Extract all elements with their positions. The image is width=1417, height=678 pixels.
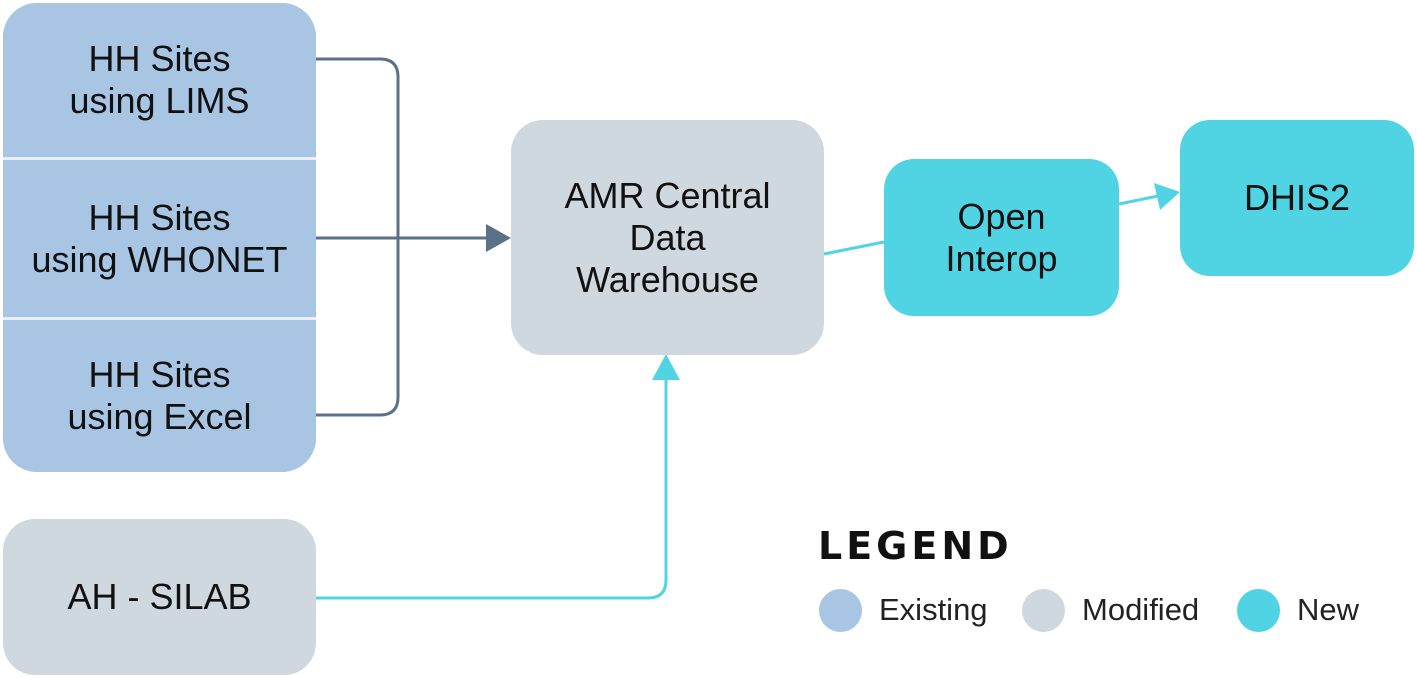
hh-sites-whonet-line-2: using WHONET: [31, 238, 288, 280]
hh-divider: [3, 157, 316, 160]
legend-label-new: New: [1297, 592, 1360, 627]
silab-to-warehouse-arrowhead: [652, 354, 680, 380]
hh-sites-excel-line-1: HH Sites: [88, 354, 231, 395]
hh-sites-excel-box: HH Sites using Excel: [3, 320, 316, 472]
amr-warehouse-line-2: Data: [629, 216, 706, 258]
hh-sites-whonet-line-1: HH Sites: [88, 196, 231, 238]
hh-sites-lims-line-1: HH Sites: [88, 38, 231, 79]
legend-item-modified: Modified: [1022, 588, 1199, 632]
warehouse-to-interop-line: [823, 240, 885, 256]
open-interop-box: Open Interop: [884, 159, 1119, 316]
hh-sites-whonet-box: HH Sites using WHONET: [3, 160, 316, 317]
legend-dot-existing: [819, 588, 862, 632]
open-interop-line-1: Open: [957, 195, 1046, 237]
legend-title: LEGEND: [818, 524, 1013, 568]
legend-dot-modified: [1022, 588, 1065, 632]
interop-to-dhis2-line: [1118, 194, 1159, 206]
amr-warehouse-line-3: Warehouse: [576, 258, 759, 300]
legend-label-existing: Existing: [879, 592, 988, 627]
legend-item-new: New: [1237, 588, 1359, 632]
dhis2-label: DHIS2: [1243, 177, 1351, 218]
hh-sites-lims-box: HH Sites using LIMS: [3, 3, 316, 157]
hh-sites-group: HH Sites using LIMS HH Sites using WHONE…: [3, 3, 316, 472]
ah-silab-label: AH - SILAB: [67, 576, 252, 617]
open-interop-line-2: Interop: [945, 237, 1058, 279]
interop-to-dhis2-arrowhead: [1154, 183, 1180, 210]
legend-dot-new: [1237, 588, 1280, 632]
hh-to-warehouse-arrowhead: [486, 224, 511, 252]
amr-warehouse-box: AMR Central Data Warehouse: [511, 120, 824, 355]
silab-to-warehouse-line: [316, 378, 668, 600]
hh-divider: [3, 317, 316, 320]
dhis2-box: DHIS2: [1180, 120, 1414, 276]
hh-sites-lims-line-2: using LIMS: [69, 80, 250, 121]
amr-warehouse-line-1: AMR Central: [564, 174, 771, 216]
ah-silab-box: AH - SILAB: [3, 519, 316, 675]
legend-label-modified: Modified: [1082, 592, 1200, 627]
legend-item-existing: Existing: [819, 588, 988, 632]
hh-sites-excel-line-2: using Excel: [67, 396, 252, 437]
